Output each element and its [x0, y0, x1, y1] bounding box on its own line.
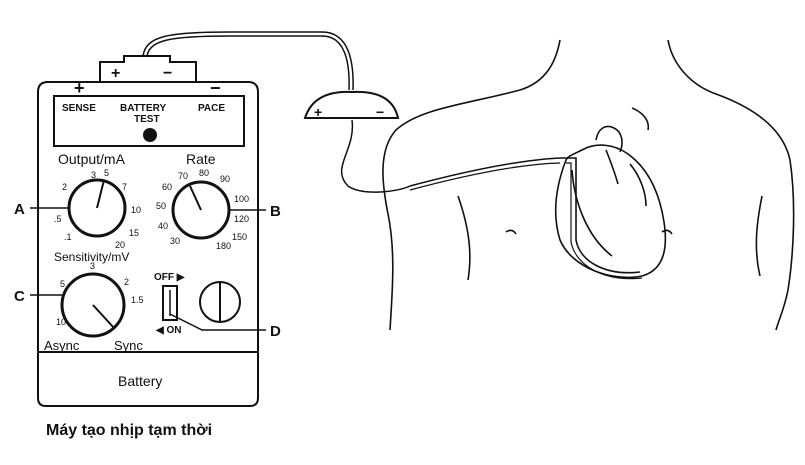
connector-minus-sign: −	[163, 65, 172, 82]
aorta-arch	[595, 125, 623, 153]
device-minus-sign: −	[210, 78, 221, 98]
catheter-intracardiac	[560, 157, 641, 274]
heart	[554, 125, 667, 279]
sensitivity-dial-ring	[60, 272, 126, 338]
callout-d: D	[270, 323, 281, 340]
lead-wire-top	[146, 35, 350, 91]
on-label: ◀ ON	[155, 325, 181, 336]
output-tick: 7	[122, 182, 127, 192]
output-tick: 5	[104, 168, 109, 178]
output-tick: .1	[64, 232, 72, 242]
sensitivity-dial[interactable]	[60, 272, 126, 338]
callout-b: B	[270, 203, 281, 220]
figure-caption: Máy tạo nhịp tạm thời	[46, 422, 212, 439]
sensitivity-label: Sensitivity/mV	[54, 250, 129, 264]
output-tick: 10	[131, 205, 141, 215]
electrode-minus-sign: −	[376, 104, 384, 120]
catheter-intracardiac-inner	[566, 162, 643, 280]
heart-vessel	[605, 149, 619, 185]
output-dial-pointer	[96, 179, 105, 209]
rate-tick: 120	[234, 214, 249, 224]
panel-pace-label: PACE	[198, 103, 225, 114]
battery-test-button[interactable]	[143, 128, 157, 142]
output-label: Output/mA	[58, 151, 126, 167]
battery-label: Battery	[118, 373, 162, 389]
status-panel	[53, 95, 245, 147]
sensitivity-tick: 10	[56, 317, 66, 327]
output-tick: .5	[54, 214, 62, 224]
torso	[382, 39, 795, 331]
heart-vessel-right	[629, 163, 647, 207]
rate-tick: 180	[216, 241, 231, 251]
callout-d-line	[169, 313, 266, 331]
left-chest-contour	[457, 195, 471, 281]
rate-tick: 30	[170, 236, 180, 246]
sensitivity-tick: 5	[60, 279, 65, 289]
rate-dial-pointer	[189, 185, 202, 211]
right-nipple	[661, 229, 673, 235]
rate-dial[interactable]	[171, 180, 231, 240]
output-tick: 2	[62, 182, 67, 192]
heart-outline	[554, 144, 667, 279]
sensitivity-tick: 2	[124, 277, 129, 287]
device-housing	[37, 81, 259, 407]
async-label: Async	[44, 338, 80, 353]
sensitivity-tick: 3	[90, 261, 95, 271]
output-tick: 20	[115, 240, 125, 250]
left-nipple	[505, 229, 517, 235]
sensitivity-dial-pointer	[92, 304, 115, 329]
output-dial[interactable]	[67, 178, 127, 238]
panel-test-label: TEST	[134, 114, 160, 125]
rate-tick: 100	[234, 194, 249, 204]
lead-wire-top-outer	[142, 31, 354, 91]
output-tick: 15	[129, 228, 139, 238]
electrode: + −	[303, 90, 400, 120]
rate-tick: 50	[156, 201, 166, 211]
rate-tick: 40	[158, 221, 168, 231]
torso-left-side	[382, 39, 561, 331]
electrode-plus-sign: +	[314, 104, 322, 120]
catheter-subclavian	[409, 157, 561, 187]
panel-battery-label: BATTERY	[120, 103, 166, 114]
lead-wire-lower	[340, 119, 411, 193]
rate-tick: 70	[178, 171, 188, 181]
rate-tick: 90	[220, 174, 230, 184]
output-dial-ring	[67, 178, 127, 238]
callout-c: C	[14, 288, 25, 305]
device-plus-sign: +	[74, 78, 85, 98]
catheter-subclavian-inner	[409, 162, 561, 191]
heart-septum	[571, 169, 613, 257]
output-tick: 3	[91, 170, 96, 180]
rate-tick: 80	[199, 168, 209, 178]
torso-right-side	[667, 39, 795, 331]
collarbone-mark	[631, 107, 650, 131]
rate-tick: 150	[232, 232, 247, 242]
right-chest-contour	[755, 195, 763, 277]
connector-plus-sign: +	[111, 65, 120, 82]
sensitivity-tick: 1.5	[131, 295, 144, 305]
rate-tick: 60	[162, 182, 172, 192]
callout-a: A	[14, 201, 25, 218]
rate-label: Rate	[186, 151, 216, 167]
panel-sense-label: SENSE	[62, 103, 96, 114]
off-label: OFF ▶	[154, 272, 186, 283]
sync-label: Sync	[114, 338, 143, 353]
power-indicator	[199, 281, 241, 323]
